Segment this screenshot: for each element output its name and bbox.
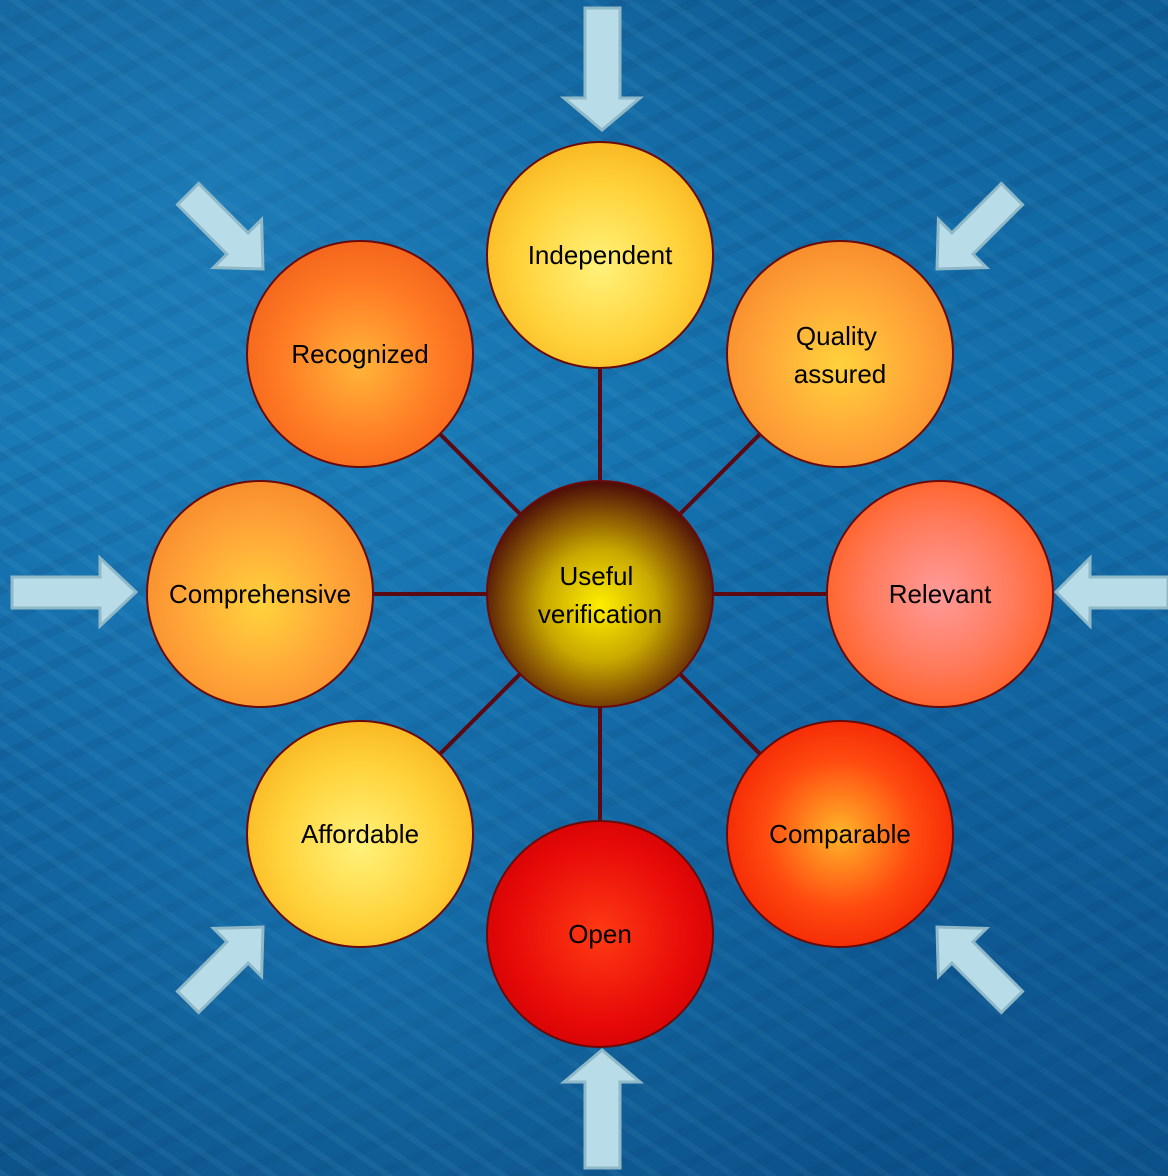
label-recognized: Recognized bbox=[291, 339, 428, 369]
relevant-circle bbox=[826, 480, 1054, 708]
recognized-circle bbox=[246, 240, 474, 468]
arrow-up-left-icon bbox=[935, 925, 1025, 1015]
comparable-circle bbox=[726, 720, 954, 948]
arrow-up-icon bbox=[559, 1048, 645, 1170]
arrow-up-right-icon bbox=[175, 925, 265, 1015]
label-relevant: Relevant bbox=[889, 579, 992, 609]
arrow-down-right-icon bbox=[175, 181, 265, 271]
quality-assured-circle bbox=[726, 240, 954, 468]
arrow-down-icon bbox=[559, 6, 645, 132]
arrow-down-left-icon bbox=[935, 181, 1025, 271]
arrow-left-icon bbox=[1053, 554, 1168, 630]
label-comprehensive: Comprehensive bbox=[169, 579, 351, 609]
label-quality-assured: Quality assured bbox=[794, 321, 887, 389]
affordable-circle bbox=[246, 720, 474, 948]
label-comparable: Comparable bbox=[769, 819, 911, 849]
arrow-right-icon bbox=[10, 554, 139, 630]
comprehensive-circle bbox=[146, 480, 374, 708]
open-circle bbox=[486, 820, 714, 1048]
label-independent: Independent bbox=[528, 240, 673, 270]
center-circle bbox=[486, 480, 714, 708]
label-center: Useful verification bbox=[538, 561, 662, 629]
label-affordable: Affordable bbox=[301, 819, 419, 849]
independent-circle bbox=[486, 141, 714, 369]
label-open: Open bbox=[568, 919, 632, 949]
